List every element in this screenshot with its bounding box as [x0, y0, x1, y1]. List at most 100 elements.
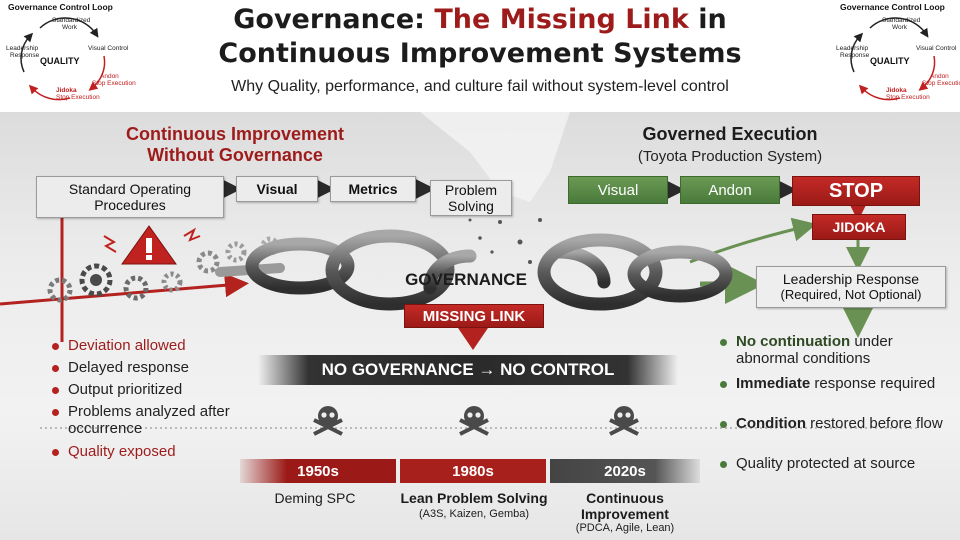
loop-stop-execution-2: Stop Execution	[886, 94, 930, 101]
era-1980s: 1980s	[400, 459, 546, 483]
era-2020s: 2020s	[550, 459, 700, 483]
era-label-ci: Continuous Improvement	[581, 490, 669, 523]
problem-solving-box: Problem Solving	[430, 180, 512, 216]
control-loop-diagram-right: Governance Control Loop Standardized Wor…	[830, 0, 960, 112]
bullet-dot-icon	[720, 421, 727, 428]
left-bullet: Output prioritized	[52, 381, 268, 399]
left-bullet: Deviation allowed	[52, 337, 268, 355]
right-bullet-text: under abnormal conditions	[736, 333, 893, 367]
page-subtitle: Why Quality, performance, and culture fa…	[231, 78, 729, 95]
era-1950s: 1950s	[240, 459, 396, 483]
bullet-dot-icon	[52, 343, 59, 350]
skull-icon	[459, 406, 489, 436]
loop-title: Governance Control Loop	[8, 2, 113, 12]
sop-line1: Standard Operating	[68, 180, 192, 197]
visual-box: Visual	[236, 176, 318, 202]
bullet-dot-icon	[720, 339, 727, 346]
sop-box: Standard Operating Procedures	[36, 176, 224, 218]
right-bullet: Quality protected at source	[720, 455, 956, 473]
left-section-title: Continuous Improvement Without Governanc…	[80, 124, 390, 165]
header	[0, 0, 960, 112]
leader-line2: (Required, Not Optional)	[780, 286, 922, 302]
right-section-subtitle: (Toyota Production System)	[637, 148, 823, 165]
bullet-dot-icon	[52, 387, 59, 394]
loop-circle-icon	[20, 17, 106, 101]
problem-line1: Problem	[444, 181, 498, 198]
loop-stop-execution-2: Stop Execution	[56, 94, 100, 101]
left-red-arrow	[0, 273, 249, 306]
skull-icon	[313, 406, 343, 436]
right-bullet-strong: Condition	[736, 415, 806, 432]
left-bullet: Problems analyzed after occurrence	[52, 403, 268, 438]
page-title-line1: Governance: The Missing Link in	[150, 4, 810, 35]
era-label-lean: Lean Problem Solving	[400, 490, 548, 506]
era-label-deming: Deming SPC	[274, 490, 356, 506]
loop-response: Response	[10, 52, 40, 59]
right-bullet-strong: No continuation	[736, 333, 851, 350]
loop-jidoka: Jidoka	[56, 87, 77, 94]
left-title-line1: Continuous Improvement	[125, 124, 344, 144]
right-bullet: Condition restored before flow	[720, 415, 946, 433]
left-bullet-text: Deviation allowed	[68, 337, 186, 354]
page-title-line2: Continuous Improvement Systems	[218, 38, 742, 69]
loop-center-label: QUALITY	[870, 56, 910, 66]
left-bullet-text: Output prioritized	[68, 381, 183, 398]
loop-stop-execution: Stop Execution	[922, 80, 960, 87]
left-bullet-text: Quality exposed	[68, 443, 176, 460]
title-highlight: The Missing Link	[434, 4, 689, 35]
leadership-response-box: Leadership Response (Required, Not Optio…	[756, 266, 946, 308]
skull-icon	[609, 406, 639, 436]
problem-line2: Solving	[448, 198, 494, 214]
jidoka-box: JIDOKA	[812, 214, 906, 240]
loop-standardized: Standardized	[52, 17, 91, 24]
no-control-banner: NO GOVERNANCE → NO CONTROL	[258, 355, 678, 385]
metrics-box: Metrics	[330, 176, 416, 202]
loop-andon: Andon	[930, 73, 949, 80]
loop-jidoka: Jidoka	[886, 87, 907, 94]
missing-link-arrow-icon	[458, 328, 488, 350]
right-bullet-text: response required	[810, 375, 936, 392]
left-bullet: Quality exposed	[52, 443, 268, 461]
right-bullet: Immediate response required	[720, 375, 946, 393]
warning-icon	[103, 225, 201, 265]
loop-standardized: Standardized	[882, 17, 921, 24]
right-bullet-text: restored before flow	[805, 415, 943, 432]
bullet-dot-icon	[720, 461, 727, 468]
stop-box: STOP	[792, 176, 920, 206]
governance-label: GOVERNANCE	[405, 270, 527, 289]
right-section-title: Governed Execution	[642, 124, 818, 144]
broken-chain-icon	[215, 229, 733, 311]
right-bullet: No continuation under abnormal condition…	[720, 333, 946, 368]
loop-work: Work	[62, 24, 78, 31]
era-sublabel-lean: (A3S, Kaizen, Gemba)	[418, 508, 530, 520]
loop-visual-control: Visual Control	[88, 45, 129, 52]
governed-visual-box: Visual	[568, 176, 668, 204]
leader-line1: Leadership Response	[782, 271, 920, 288]
left-bullet-text: Delayed response	[68, 359, 189, 376]
loop-circle-icon	[850, 17, 936, 101]
loop-andon: Andon	[100, 73, 119, 80]
left-bullet: Delayed response	[52, 359, 268, 377]
illustration-layer	[0, 112, 920, 436]
loop-leadership: Leadership	[6, 45, 39, 52]
title-text-part1: Governance:	[233, 4, 435, 35]
control-loop-diagram-left: Governance Control Loop Standardized Wor…	[0, 0, 136, 112]
title-text-part2: in	[688, 4, 727, 35]
bullet-dot-icon	[52, 449, 59, 456]
loop-title: Governance Control Loop	[840, 2, 945, 12]
loop-work: Work	[892, 24, 908, 31]
left-bullet-text: Problems analyzed after occurrence	[68, 403, 230, 437]
right-bullet-strong: Immediate	[736, 375, 811, 392]
loop-center-label: QUALITY	[40, 56, 80, 66]
left-title-line2: Without Governance	[147, 144, 323, 165]
loop-stop-execution: Stop Execution	[92, 80, 136, 87]
bullet-dot-icon	[720, 381, 727, 388]
missing-link-label: MISSING LINK	[404, 304, 544, 328]
bullet-dot-icon	[52, 365, 59, 372]
right-bullet-text: Quality protected at source	[736, 455, 916, 472]
andon-box: Andon	[680, 176, 780, 204]
sop-line2: Procedures	[94, 197, 166, 213]
era-sublabel-ci: (PDCA, Agile, Lean)	[575, 522, 675, 534]
loop-visual-control: Visual Control	[916, 45, 957, 52]
bullet-dot-icon	[52, 409, 59, 416]
